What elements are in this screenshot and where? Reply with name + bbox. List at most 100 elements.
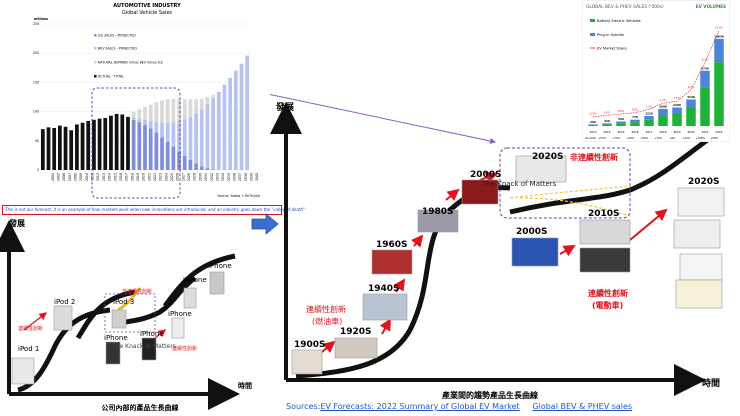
x-tick-label: 2017	[125, 173, 129, 181]
bar-2013-0	[92, 119, 96, 170]
x-tick-label: 2013	[102, 173, 106, 181]
share-label: 0.8%	[632, 108, 639, 112]
ev-2020s-image-1	[677, 187, 725, 217]
label-iphone-a: iPhone	[104, 334, 128, 342]
label-iphone-b: iPhone	[140, 330, 164, 338]
chart-title: AUTOMOTIVE INDUSTRY	[113, 3, 181, 9]
bev-bar-2021	[700, 87, 710, 126]
iphone3-image	[171, 317, 185, 339]
bar-2023-2	[148, 120, 153, 129]
total-label: 550	[618, 117, 624, 121]
bar-2026-1	[165, 141, 170, 170]
y-axis-label: 發展	[275, 101, 294, 113]
car-1980s-image	[417, 209, 459, 233]
bev-bar-2015	[616, 123, 626, 126]
bar-2029-1	[182, 155, 187, 170]
era-ev-2020s: 2020S	[688, 177, 720, 187]
x-tick-label: 2029	[193, 173, 197, 181]
bar-2031-1	[194, 163, 198, 170]
arrow-4	[411, 234, 424, 248]
discontinuous-box	[499, 147, 631, 219]
x-tick-label: 2033	[215, 173, 219, 181]
share-line	[592, 30, 720, 117]
bar-2032-1	[199, 166, 204, 170]
label-ev-sub: (電動車)	[592, 300, 623, 310]
bar-2027-1	[171, 146, 176, 170]
bar-2040-2	[245, 55, 250, 171]
label-continuous: 連續性創新	[306, 304, 346, 314]
share-label: 13.0%	[715, 26, 724, 30]
bev-data-labels: 20020130.2%32020140.4%55020150.6%7702016…	[589, 26, 723, 134]
arrow-8	[629, 208, 668, 241]
ev-2020s-image-4	[675, 279, 723, 309]
x-tick-label: 2020	[142, 173, 146, 181]
x-tick-label: 2008	[74, 173, 78, 181]
bev-bar-2016	[630, 122, 640, 126]
bar-2029-2	[182, 119, 187, 156]
bar-2012-0	[86, 120, 91, 170]
label-continuous-sub: (燃油車)	[312, 316, 342, 326]
transition-arrow	[251, 213, 279, 235]
phev-bar-2013	[588, 124, 598, 126]
era-1980s: 1980S	[422, 207, 454, 217]
phev-bar-2018	[658, 108, 668, 115]
bar-2023-1	[148, 128, 153, 170]
bar-2032-3	[199, 98, 204, 110]
bar-2026-2	[165, 122, 170, 142]
discontinuous-curve	[117, 287, 142, 312]
projection-dash-1	[509, 185, 631, 199]
ipod2-image	[53, 305, 73, 331]
legend: ICE SALES - PROJECTED BEV SALES - PROJEC…	[94, 34, 163, 79]
growth-value: +56%	[640, 136, 648, 140]
y-tick-label: 200	[33, 51, 39, 55]
x-tick-label: 2027	[181, 173, 185, 181]
x-tick-label: 2019	[136, 173, 140, 181]
bar-2024-3	[154, 102, 159, 123]
bev-bar-2014	[602, 124, 612, 126]
x-tick-label: 2026	[176, 173, 180, 181]
legend-ice: ICE SALES - PROJECTED	[98, 34, 136, 38]
total-label: 10650	[714, 34, 724, 38]
bar-2033-2	[205, 104, 210, 169]
chart-subtitle: Global Vehicle Sales	[122, 10, 173, 16]
bev-bar-2022	[714, 62, 724, 126]
car-1940s-image	[362, 293, 408, 321]
bar-2025-3	[160, 100, 164, 123]
bar-2030-2	[188, 116, 193, 161]
x-tick-label: 2011	[91, 173, 95, 181]
bar-2021-2	[137, 118, 142, 123]
bar-2024-2	[154, 122, 159, 133]
share-label: 2.2%	[660, 98, 667, 102]
bev-phev-sales-chart: GLOBAL BEV & PHEV SALES ('000s) EV VOLUM…	[582, 0, 730, 142]
bar-2031-3	[194, 99, 198, 114]
bar-2018-0	[120, 114, 125, 170]
growth-value: +70%	[612, 136, 620, 140]
x-tick-label: 2014	[108, 173, 112, 181]
x-tick-label: 2013	[589, 130, 596, 134]
x-tick-label: 2020	[687, 130, 694, 134]
bar-2030-3	[188, 99, 193, 117]
label-discontinuous: 非連續性創新	[570, 152, 618, 162]
label-discontinuous: 非連續性創新	[122, 288, 152, 295]
share-label: 4.2%	[688, 85, 695, 89]
growth-values: +55%+70%+40%+56%+70%+8%+43%+108%+58%	[598, 136, 718, 140]
legend-bev: BEV SALES - PROJECTED	[98, 47, 137, 51]
label-continuous: 連續性創新	[18, 325, 43, 332]
source-link-ev-forecasts[interactable]: EV Forecasts: 2022 Summary of Global EV …	[320, 402, 520, 411]
iphone1-image	[105, 341, 121, 365]
chart-caption-box: This is not our forecast, it is an examp…	[2, 205, 305, 215]
growth-curve-4	[162, 253, 236, 308]
source-link-bev-phev[interactable]: Global BEV & PHEV sales	[532, 402, 633, 411]
total-label: 6750	[701, 66, 709, 70]
share-label: 0.4%	[604, 110, 611, 114]
phev-bar-2020	[686, 99, 696, 108]
growth-value: +43%	[682, 136, 690, 140]
bev-bar-marks	[588, 38, 724, 126]
bar-2023-3	[148, 104, 153, 121]
left-diagram-caption: 公司內部的產品生長曲線	[102, 403, 179, 412]
ev-2020s-image-2	[673, 219, 721, 249]
phev-bar-2015	[616, 121, 626, 124]
bar-2033-3	[205, 97, 210, 105]
blue-arrow-shape	[251, 213, 279, 235]
